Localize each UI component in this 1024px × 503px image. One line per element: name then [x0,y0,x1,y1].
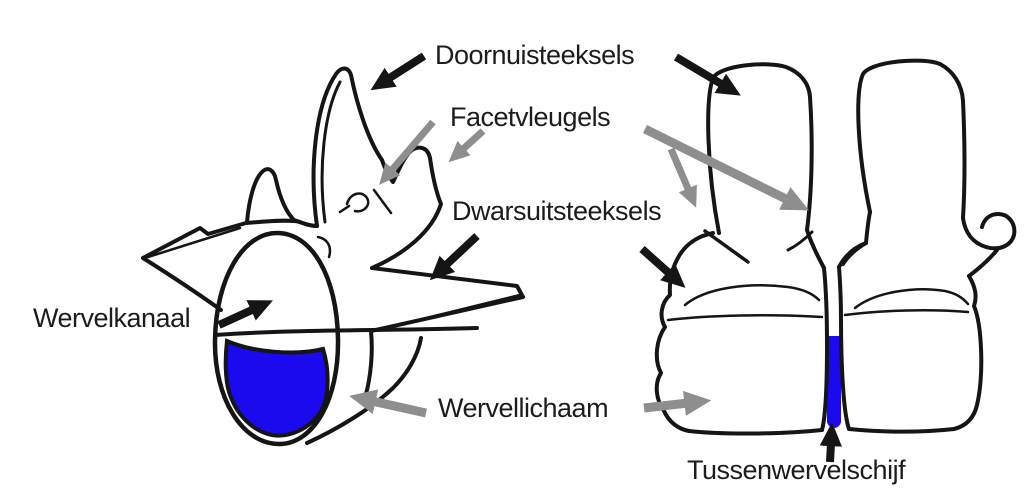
vertebral-canal-highlight [223,338,330,438]
label-doornuitsteeksels: Doornuisteeksels [435,40,635,70]
label-tussenwervelschijf: Tussenwervelschijf [687,455,906,485]
right-vertebrae-outline [654,58,1017,436]
arrow-spinous-left-icon [370,52,427,91]
gray-arrows [349,119,809,418]
label-dwarsuitsteeksels: Dwarsuitsteeksels [452,196,662,226]
arrow-facet-right-main-icon [642,124,809,211]
black-arrows [217,52,843,463]
arrow-facet-left-inner-icon [448,128,486,163]
label-wervelkanaal: Wervelkanaal [33,303,191,333]
intervertebral-disc-highlight [826,336,841,428]
left-vertebra-outline [141,66,525,447]
label-facetvleugels: Facetvleugels [450,102,611,132]
arrow-body-right-icon [643,390,712,416]
label-wervellichaam: Wervellichaam [438,393,609,423]
arrow-facet-right-branch-icon [667,147,697,208]
arrow-spinous-right-icon [673,53,741,96]
arrow-disc-icon [819,422,843,463]
arrow-canal-icon [217,300,273,329]
arrow-transverse-left-icon [429,233,480,281]
arrow-facet-left-outer-icon [379,119,436,185]
arrow-body-left-icon [349,389,427,418]
arrow-transverse-right-icon [639,246,686,288]
